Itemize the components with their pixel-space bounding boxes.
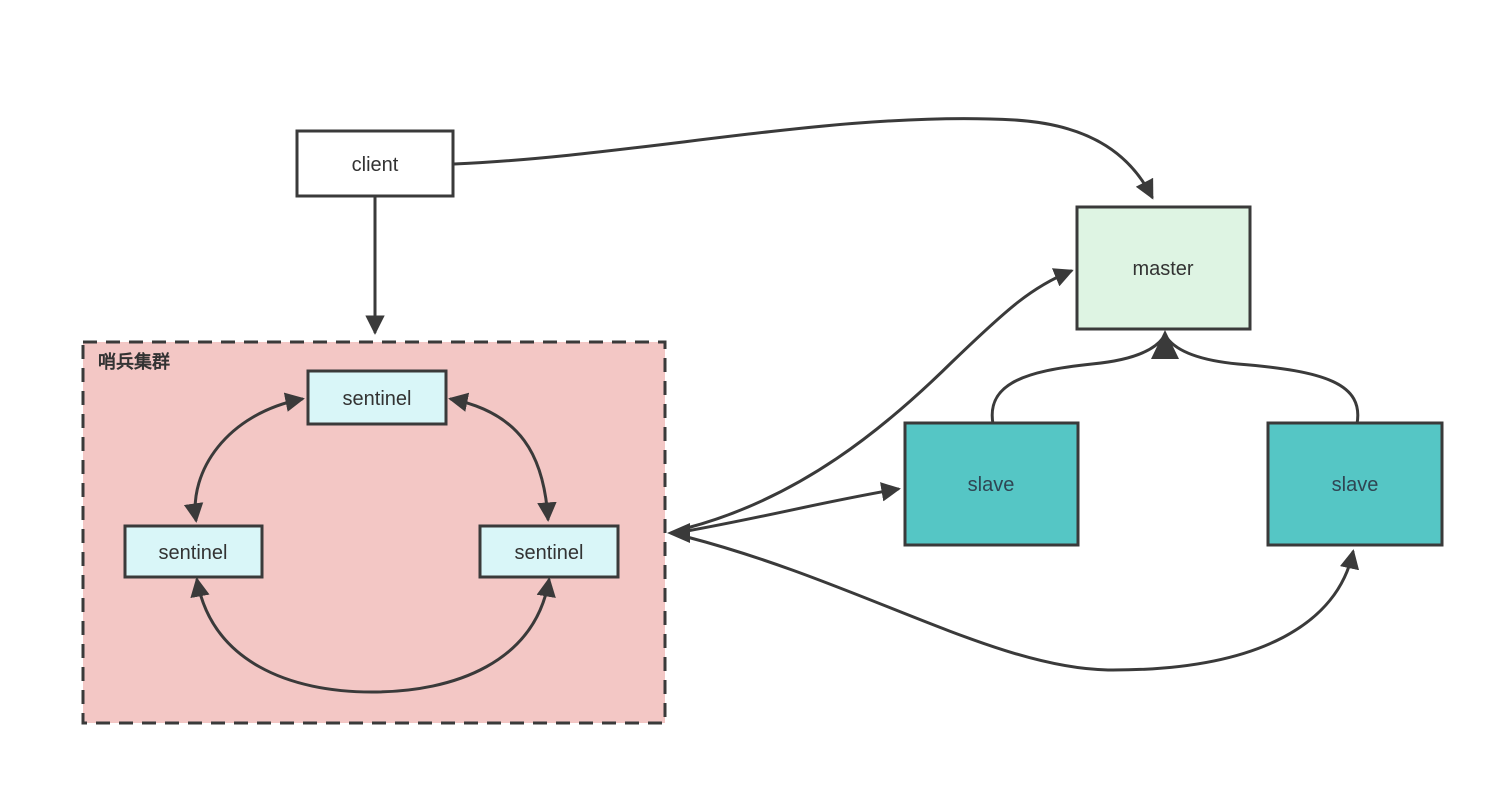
edge-slave-left-to-master <box>990 336 1165 426</box>
sentinel-top-box <box>306 369 448 426</box>
cluster-edge-arrowhead <box>667 523 690 543</box>
node-master: master <box>1075 205 1252 331</box>
edge-sentinel-left-right <box>190 577 556 694</box>
edge-cluster-to-slave-left <box>685 482 901 533</box>
master-label: master <box>1132 258 1193 280</box>
node-sentinel-right: sentinel <box>478 524 620 579</box>
slave-right-box <box>1266 421 1444 547</box>
node-client: client <box>295 129 455 198</box>
edge-sentinel-top-left <box>183 392 305 523</box>
master-bottom-arrowhead <box>1151 330 1179 359</box>
slave-left-label: slave <box>968 474 1015 496</box>
edge-slave-right-to-master <box>1165 336 1360 426</box>
node-slave-left: slave <box>903 421 1080 547</box>
edge-sentinel-top-right <box>448 392 557 522</box>
slave-left-box <box>903 421 1080 547</box>
edge-cluster-to-slave-right <box>685 535 1360 672</box>
master-box <box>1075 205 1252 331</box>
sentinel-left-box <box>123 524 264 579</box>
sentinel-right-box <box>478 524 620 579</box>
client-box <box>295 129 455 198</box>
node-sentinel-top: sentinel <box>306 369 448 426</box>
node-sentinel-left: sentinel <box>123 524 264 579</box>
node-slave-right: slave <box>1266 421 1444 547</box>
edges-layer <box>183 117 1360 694</box>
client-label: client <box>352 154 399 176</box>
slave-right-label: slave <box>1332 474 1379 496</box>
sentinel-cluster-label: 哨兵集群 <box>98 351 170 372</box>
edge-cluster-to-master <box>685 268 1074 530</box>
sentinel-right-label: sentinel <box>515 542 584 564</box>
sentinel-top-label: sentinel <box>343 388 412 410</box>
edge-client-to-master <box>452 117 1154 200</box>
sentinel-left-label: sentinel <box>159 542 228 564</box>
